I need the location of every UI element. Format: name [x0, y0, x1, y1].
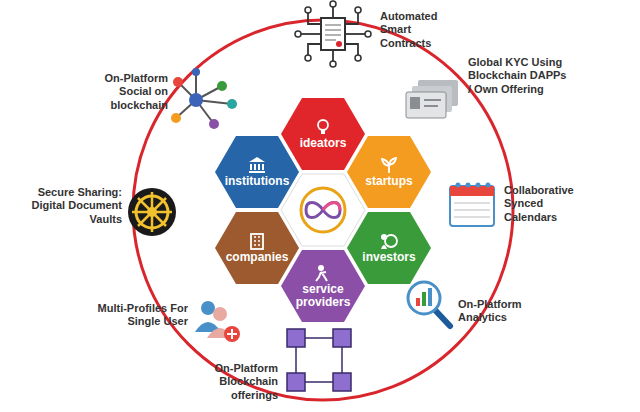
hexagon-shape — [215, 212, 299, 284]
node-label: ideators — [300, 137, 347, 150]
node-icon — [247, 156, 267, 174]
feature-label: On-Platform Blockchain offerings — [196, 362, 278, 402]
social-icon — [171, 68, 237, 129]
node-icon — [379, 156, 399, 174]
kyc-cards-icon — [406, 80, 458, 118]
node-label: institutions — [225, 175, 290, 188]
node-icon — [247, 232, 267, 250]
smart-contract-icon — [295, 1, 371, 67]
analytics-icon — [408, 282, 450, 326]
node-icon — [313, 118, 333, 136]
node-label: service providers — [290, 283, 356, 308]
vault-icon — [128, 188, 176, 236]
feature-label: Secure Sharing: Digital Document Vaults — [30, 186, 122, 226]
blockchain-icon — [287, 329, 351, 391]
hex-node: companies — [215, 212, 299, 284]
node-label: investors — [362, 251, 415, 264]
feature-label: Automated Smart Contracts — [380, 10, 460, 50]
feature-label: Global KYC Using Blockchain DAPPs / Own … — [468, 56, 568, 96]
feature-label: Multi-Profiles For Single User — [92, 302, 188, 329]
calendar-icon — [450, 183, 494, 227]
hex-node: ideators — [281, 98, 365, 170]
hex-node: startups — [347, 136, 431, 208]
multi-profile-icon — [195, 301, 240, 342]
hex-node: service providers — [281, 250, 365, 322]
feature-label: On-Platform Analytics — [458, 298, 538, 325]
node-icon — [313, 264, 333, 282]
node-icon — [379, 232, 399, 250]
ring — [133, 20, 513, 400]
center-logo — [281, 174, 365, 246]
hexagon-shape — [347, 212, 431, 284]
feature-label: On-Platform Social on blockchain — [72, 72, 168, 112]
node-label: companies — [226, 251, 289, 264]
hex-node: investors — [347, 212, 431, 284]
feature-label: Collaborative Synced Calendars — [504, 184, 594, 224]
node-label: startups — [365, 175, 412, 188]
hex-node: institutions — [215, 136, 299, 208]
